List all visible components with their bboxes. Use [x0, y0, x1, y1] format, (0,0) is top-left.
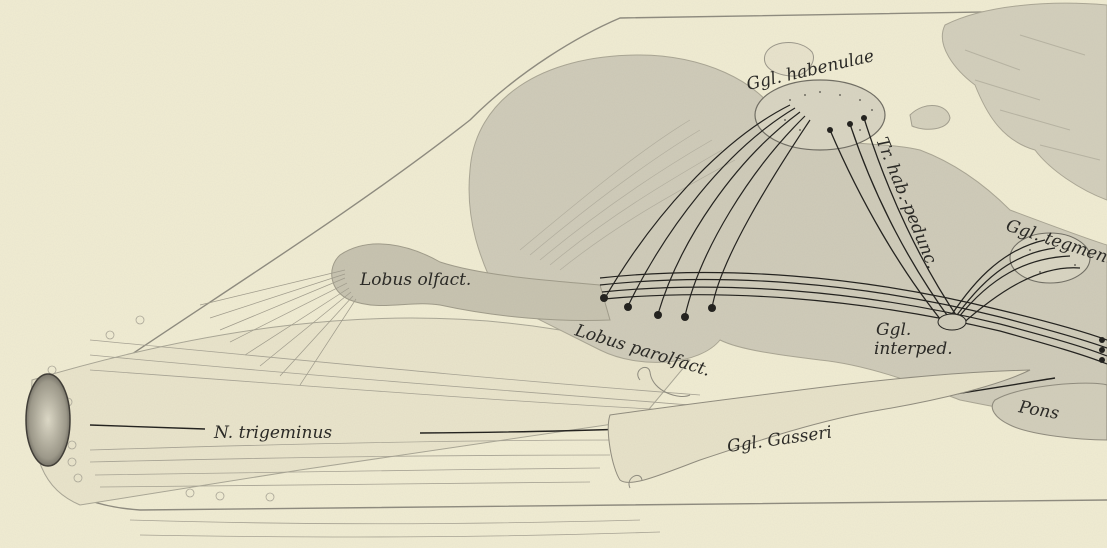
label-n-trigeminus: N. trigeminus: [213, 423, 332, 443]
label-ggl-interped-2: interped.: [874, 339, 953, 359]
label-lobus-olfact: Lobus olfact.: [359, 270, 471, 290]
label-ggl-interped-1: Ggl.: [876, 320, 911, 340]
